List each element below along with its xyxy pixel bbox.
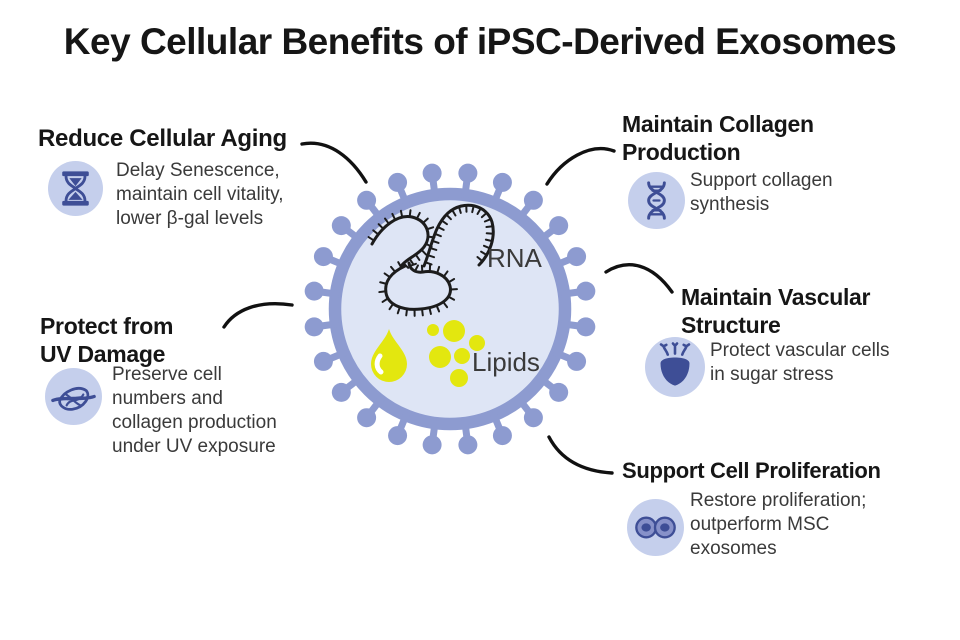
benefit-description: Delay Senescence, maintain cell vitality… [116,160,284,229]
benefit-heading: Protect from UV Damage [40,313,174,367]
connector-support-cell-proliferation [547,435,614,475]
dna-helix-icon [628,172,685,229]
benefit-description: Preserve cell numbers and collagen produ… [112,364,277,457]
benefit-description: Restore proliferation; outperform MSC ex… [690,490,867,559]
blood-vessel-icon [645,337,705,397]
dividing-cells-icon [627,499,684,556]
benefit-description: Protect vascular cells in sugar stress [710,340,890,385]
lipids-label: Lipids [472,347,540,377]
rna-drawing [367,203,495,317]
connector-maintain-vascular-structure [604,263,674,294]
benefit-heading: Reduce Cellular Aging [38,125,287,152]
exosome-membrane [328,187,572,431]
benefit-heading: Maintain Vascular Structure [681,284,871,338]
connector-maintain-collagen-production [545,146,616,186]
connector-reduce-cellular-aging [300,141,368,184]
lipid-dots [427,320,485,387]
rna-label: RNA [487,243,543,273]
lipid-droplet [371,329,407,382]
page-title: Key Cellular Benefits of iPSC-Derived Ex… [63,21,897,62]
exosome-surface-knobs [304,163,596,455]
connector-protect-from-uv-damage [222,302,294,329]
benefit-heading: Maintain Collagen Production [622,111,814,165]
hourglass-icon [48,161,103,216]
benefit-description: Support collagen synthesis [690,170,833,215]
benefit-heading: Support Cell Proliferation [622,458,881,483]
collagen-fiber-icon [45,368,102,425]
